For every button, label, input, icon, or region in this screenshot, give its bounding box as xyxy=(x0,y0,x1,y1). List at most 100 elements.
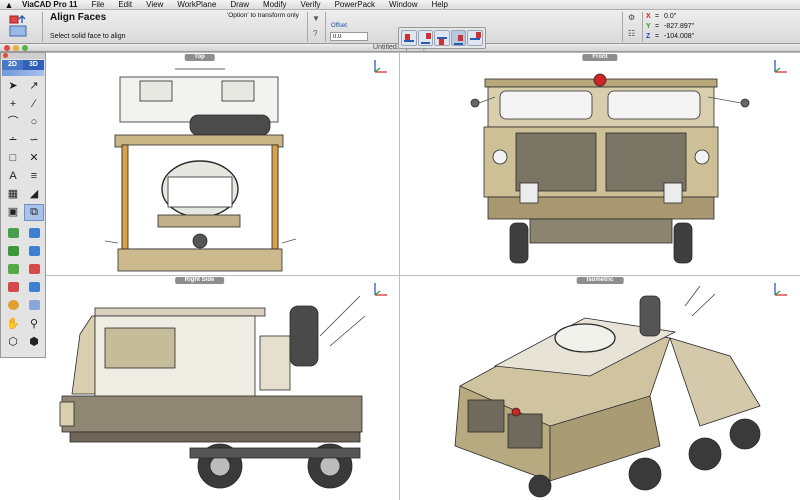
menu-app[interactable]: ViaCAD Pro 11 xyxy=(22,0,78,9)
offset-input[interactable] xyxy=(330,32,368,41)
close-window-icon[interactable] xyxy=(4,45,10,51)
y-value: -827.897" xyxy=(664,23,695,30)
loft-icon[interactable] xyxy=(24,242,44,259)
tool-palette: 2D 3D ➤ ↗ + ∕ ⌒ ○ ∸ ∽ □ ✕ A ≡ ▦ ◢ ▣ ⧉ ✋ … xyxy=(0,52,46,358)
text-icon[interactable]: A xyxy=(9,170,17,182)
z-axis-label: Z xyxy=(646,33,651,40)
menu-verify[interactable]: Verify xyxy=(300,0,321,9)
menu-window[interactable]: Window xyxy=(389,0,418,9)
menu-workplane[interactable]: WorkPlane xyxy=(177,0,217,9)
viewport-label-isometric: Isometric xyxy=(576,277,624,284)
align-mode-group xyxy=(398,27,486,49)
separator xyxy=(325,12,326,42)
apple-menu-icon[interactable]: ▲ xyxy=(4,0,14,10)
y-axis-label: Y xyxy=(646,23,651,30)
menu-draw[interactable]: Draw xyxy=(230,0,249,9)
transform-icon[interactable]: ▣ xyxy=(7,206,19,218)
align-flip-button[interactable] xyxy=(467,30,483,46)
render-shaded-icon[interactable]: ⬢ xyxy=(29,336,39,348)
viewport-isometric[interactable]: Isometric xyxy=(400,276,800,500)
viewport-front[interactable]: Front xyxy=(400,53,800,275)
tool-prompt: Select solid face to align xyxy=(50,33,126,40)
tool-title: Align Faces xyxy=(50,12,107,23)
align-center-button[interactable] xyxy=(450,30,467,46)
viewport-label-top: Top xyxy=(184,54,215,61)
x-value: 0.0" xyxy=(664,13,677,20)
axis-triad-icon xyxy=(374,283,387,296)
tool-hint: 'Option' to transform only xyxy=(227,12,299,19)
menu-powerpack[interactable]: PowerPack xyxy=(334,0,376,9)
align-faces-icon xyxy=(9,15,27,37)
point-icon[interactable]: + xyxy=(9,98,17,110)
shell-icon[interactable] xyxy=(24,260,44,277)
palette-mode-switch: 2D 3D xyxy=(2,60,44,70)
menu-edit[interactable]: Edit xyxy=(118,0,133,9)
curve-icon[interactable]: ∽ xyxy=(29,134,39,146)
coord-y[interactable]: Y=-827.897" xyxy=(646,23,695,30)
select-outline-arrow-icon[interactable]: ↗ xyxy=(29,80,39,92)
fillet-icon[interactable]: ◢ xyxy=(29,188,39,200)
vehicle-top-view xyxy=(104,68,297,272)
separator xyxy=(42,12,43,42)
palette-titlebar[interactable] xyxy=(1,53,45,59)
menu-modify[interactable]: Modify xyxy=(262,0,287,9)
separator xyxy=(642,12,643,42)
align-flush-button[interactable] xyxy=(401,30,417,46)
align-offset-button[interactable] xyxy=(417,30,434,46)
document-window: Untitled.vcp - Top Top xyxy=(0,44,800,500)
menu-bar: ▲ ViaCAD Pro 11 File Edit View WorkPlane… xyxy=(0,0,800,10)
align-tool-icon[interactable]: ⧉ xyxy=(24,204,44,221)
palette-subheader xyxy=(2,70,44,76)
axis-triad-icon xyxy=(774,60,787,73)
boolean-icon[interactable] xyxy=(3,278,23,295)
options-dropdown-icon[interactable]: ▼ xyxy=(312,14,320,23)
arc-icon[interactable]: ⌒ xyxy=(7,116,19,128)
offset-label: Offset xyxy=(331,23,347,29)
axis-triad-icon xyxy=(374,60,387,73)
viewport-right-side[interactable]: Right Side xyxy=(0,276,399,500)
zoom-icon[interactable]: ⚲ xyxy=(29,318,39,330)
separator xyxy=(307,12,308,42)
x-axis-label: X xyxy=(646,13,651,20)
rectangle-icon[interactable]: □ xyxy=(9,152,17,164)
coordinate-mode-icon[interactable]: ☷ xyxy=(628,29,636,38)
circle-icon[interactable]: ○ xyxy=(30,116,38,128)
mode-2d-button[interactable]: 2D xyxy=(2,60,23,70)
viewport-top[interactable]: Top xyxy=(0,53,399,275)
menu-help[interactable]: Help xyxy=(431,0,448,9)
box-solid-icon[interactable] xyxy=(24,224,44,241)
menu-file[interactable]: File xyxy=(91,0,105,9)
primitive-sphere-icon[interactable] xyxy=(3,296,23,313)
minimize-window-icon[interactable] xyxy=(13,45,19,51)
polyline-icon[interactable]: ∸ xyxy=(8,134,18,146)
blend-icon[interactable] xyxy=(24,278,44,295)
axis-triad-icon xyxy=(774,283,787,296)
mode-3d-button[interactable]: 3D xyxy=(23,60,44,70)
dimension-icon[interactable]: ≡ xyxy=(30,170,38,182)
coord-x[interactable]: X=0.0" xyxy=(646,13,677,20)
coordinate-panel: ⚙ ☷ X=0.0" Y=-827.897" Z=-104.008" xyxy=(624,12,800,42)
render-wire-icon[interactable]: ⬡ xyxy=(8,336,18,348)
extrude-icon[interactable] xyxy=(3,224,23,241)
line-icon[interactable]: ∕ xyxy=(33,98,35,110)
menu-view[interactable]: View xyxy=(146,0,164,9)
sweep-icon[interactable] xyxy=(3,260,23,277)
vehicle-isometric-view xyxy=(454,285,761,498)
viewport-label-front: Front xyxy=(582,54,618,61)
layout-icon[interactable] xyxy=(24,296,44,313)
select-arrow-icon[interactable]: ➤ xyxy=(8,80,18,92)
palette-close-icon[interactable] xyxy=(3,53,8,58)
settings-icon[interactable]: ⚙ xyxy=(628,13,636,22)
trim-icon[interactable]: ✕ xyxy=(29,152,39,164)
separator xyxy=(622,12,623,42)
hatch-icon[interactable]: ▦ xyxy=(7,188,19,200)
zoom-window-icon[interactable] xyxy=(22,45,28,51)
revolve-icon[interactable] xyxy=(3,242,23,259)
help-icon[interactable]: ? xyxy=(313,29,318,38)
align-mirror-button[interactable] xyxy=(434,30,450,46)
viewport-label-right-side: Right Side xyxy=(174,277,225,284)
vehicle-front-view xyxy=(470,73,750,264)
z-value: -104.008" xyxy=(664,33,695,40)
coord-z[interactable]: Z=-104.008" xyxy=(646,33,695,40)
pan-hand-icon[interactable]: ✋ xyxy=(6,318,20,330)
